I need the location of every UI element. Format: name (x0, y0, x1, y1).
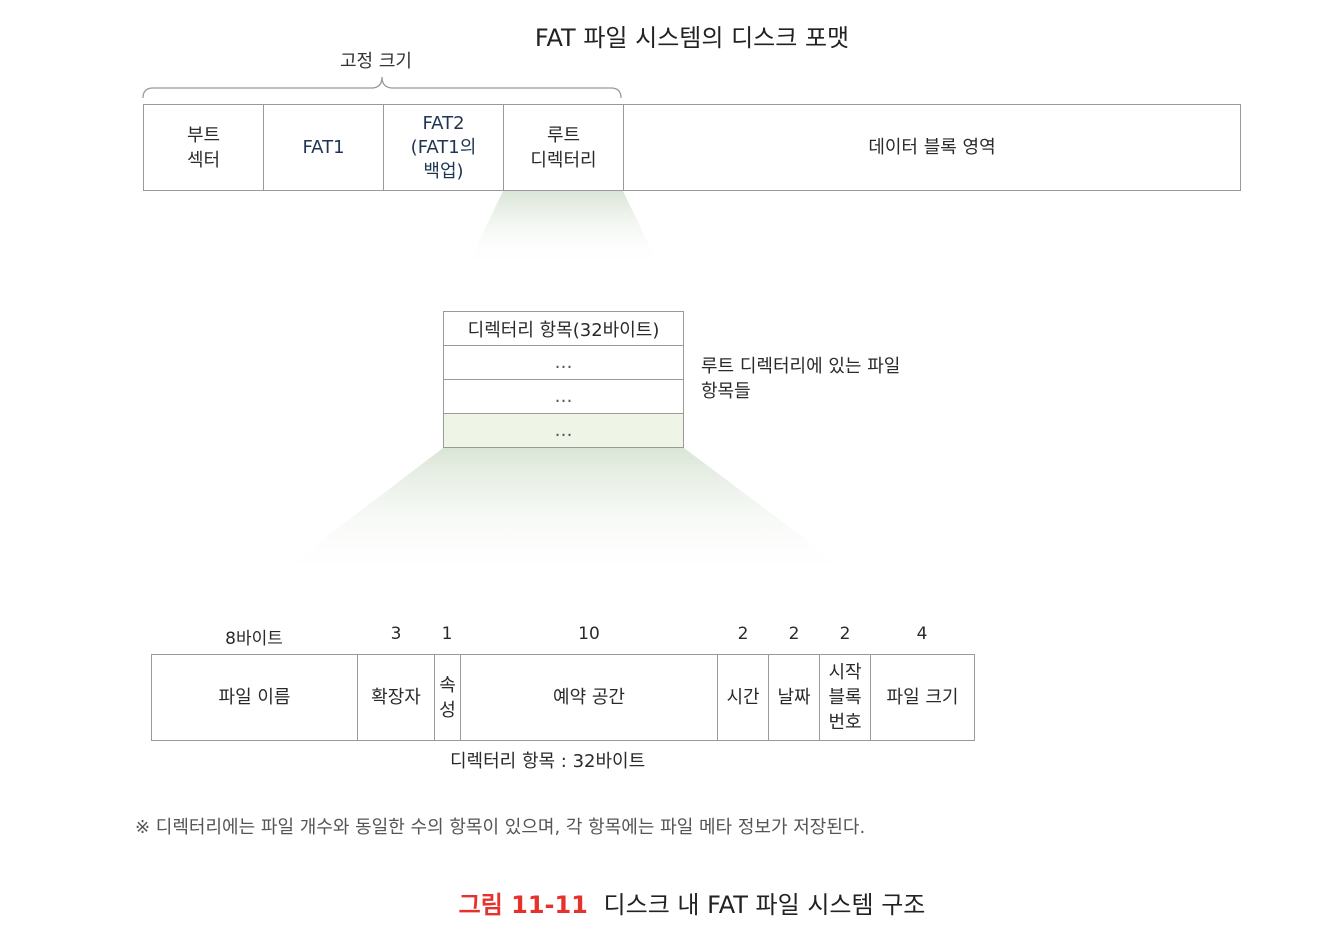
field-extension: 확장자 (357, 654, 435, 741)
field-file-size: 파일 크기 (870, 654, 975, 741)
entry-caption: 디렉터리 항목 : 32바이트 (450, 751, 646, 772)
size-label: 10 (578, 624, 600, 644)
footnote: ※ 디렉터리에는 파일 개수와 동일한 수의 항목이 있으며, 각 항목에는 파… (135, 817, 866, 838)
size-label: 4 (916, 624, 928, 644)
size-label: 1 (441, 624, 453, 644)
dir-table-header: 디렉터리 항목(32바이트) (443, 311, 684, 346)
fixed-size-brace (142, 76, 622, 99)
dir-table-row: … (443, 345, 684, 380)
diagram-title: FAT 파일 시스템의 디스크 포맷 (534, 24, 850, 52)
dir-table-note: 루트 디렉터리에 있는 파일 항목들 (701, 356, 901, 402)
figure-caption: 그림 11-11 디스크 내 FAT 파일 시스템 구조 (0, 885, 1330, 920)
data-block-area-cell: 데이터 블록 영역 (623, 104, 1241, 191)
figure-number: 그림 11-11 (458, 891, 588, 919)
size-label: 2 (737, 624, 749, 644)
field-start-block: 시작 블록 번호 (819, 654, 871, 741)
field-attribute: 속 성 (434, 654, 461, 741)
fixed-size-label: 고정 크기 (340, 51, 412, 72)
dir-table-row-highlighted: … (443, 413, 684, 448)
dir-table-row: … (443, 379, 684, 414)
size-label: 8바이트 (225, 629, 283, 649)
field-date: 날짜 (768, 654, 820, 741)
figure-caption-text: 디스크 내 FAT 파일 시스템 구조 (603, 891, 926, 919)
field-time: 시간 (717, 654, 769, 741)
size-label: 3 (390, 624, 402, 644)
size-label: 2 (788, 624, 800, 644)
size-label: 2 (839, 624, 851, 644)
field-reserved: 예약 공간 (460, 654, 718, 741)
field-file-name: 파일 이름 (151, 654, 358, 741)
